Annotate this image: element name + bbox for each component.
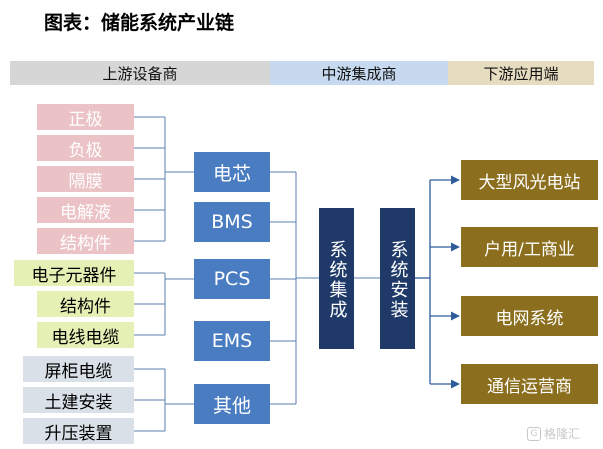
system-integration-label: 系统集成 xyxy=(326,239,348,320)
system-integration-box: 系统集成 xyxy=(319,208,354,349)
leaf-electronic-components: 电子元器件 xyxy=(14,260,134,286)
watermark-text: 格隆汇 xyxy=(544,427,581,441)
leaf-anode: 负极 xyxy=(37,135,134,161)
app-utility-scale-plants: 大型风光电站 xyxy=(461,160,598,200)
component-battery-cell: 电芯 xyxy=(194,152,270,192)
connector-applications-group xyxy=(415,175,460,389)
leaf-electrolyte: 电解液 xyxy=(37,197,134,223)
connector-components-group xyxy=(270,171,319,405)
component-bms: BMS xyxy=(194,202,270,242)
band-downstream: 下游应用端 xyxy=(448,61,594,85)
connector-battery-group xyxy=(134,116,194,242)
component-pcs: PCS xyxy=(194,259,270,299)
leaf-pcs-structure: 结构件 xyxy=(37,291,134,317)
component-ems: EMS xyxy=(194,321,270,361)
leaf-separator: 隔膜 xyxy=(37,166,134,192)
band-midstream: 中游集成商 xyxy=(270,61,448,85)
app-residential-commercial: 户用/工商业 xyxy=(461,227,598,267)
leaf-cathode: 正极 xyxy=(37,104,134,130)
connector-infrastructure-group xyxy=(134,368,194,432)
connector-electronic-group xyxy=(134,272,194,336)
watermark: G 格隆汇 xyxy=(527,425,580,442)
watermark-logo-icon: G xyxy=(527,426,541,441)
leaf-battery-structure: 结构件 xyxy=(37,228,134,254)
band-upstream: 上游设备商 xyxy=(10,61,270,85)
leaf-step-up-device: 升压装置 xyxy=(23,418,134,444)
system-installation-label: 系统安装 xyxy=(387,239,409,320)
leaf-wires-cables: 电线电缆 xyxy=(37,322,134,348)
leaf-cabinet-cables: 屏柜电缆 xyxy=(23,356,134,382)
app-grid-system: 电网系统 xyxy=(461,296,598,336)
page-title: 图表：储能系统产业链 xyxy=(44,12,235,34)
app-telecom-operators: 通信运营商 xyxy=(461,364,598,404)
system-installation-box: 系统安装 xyxy=(380,208,415,349)
leaf-civil-installation: 土建安装 xyxy=(23,387,134,413)
component-other: 其他 xyxy=(194,384,270,424)
